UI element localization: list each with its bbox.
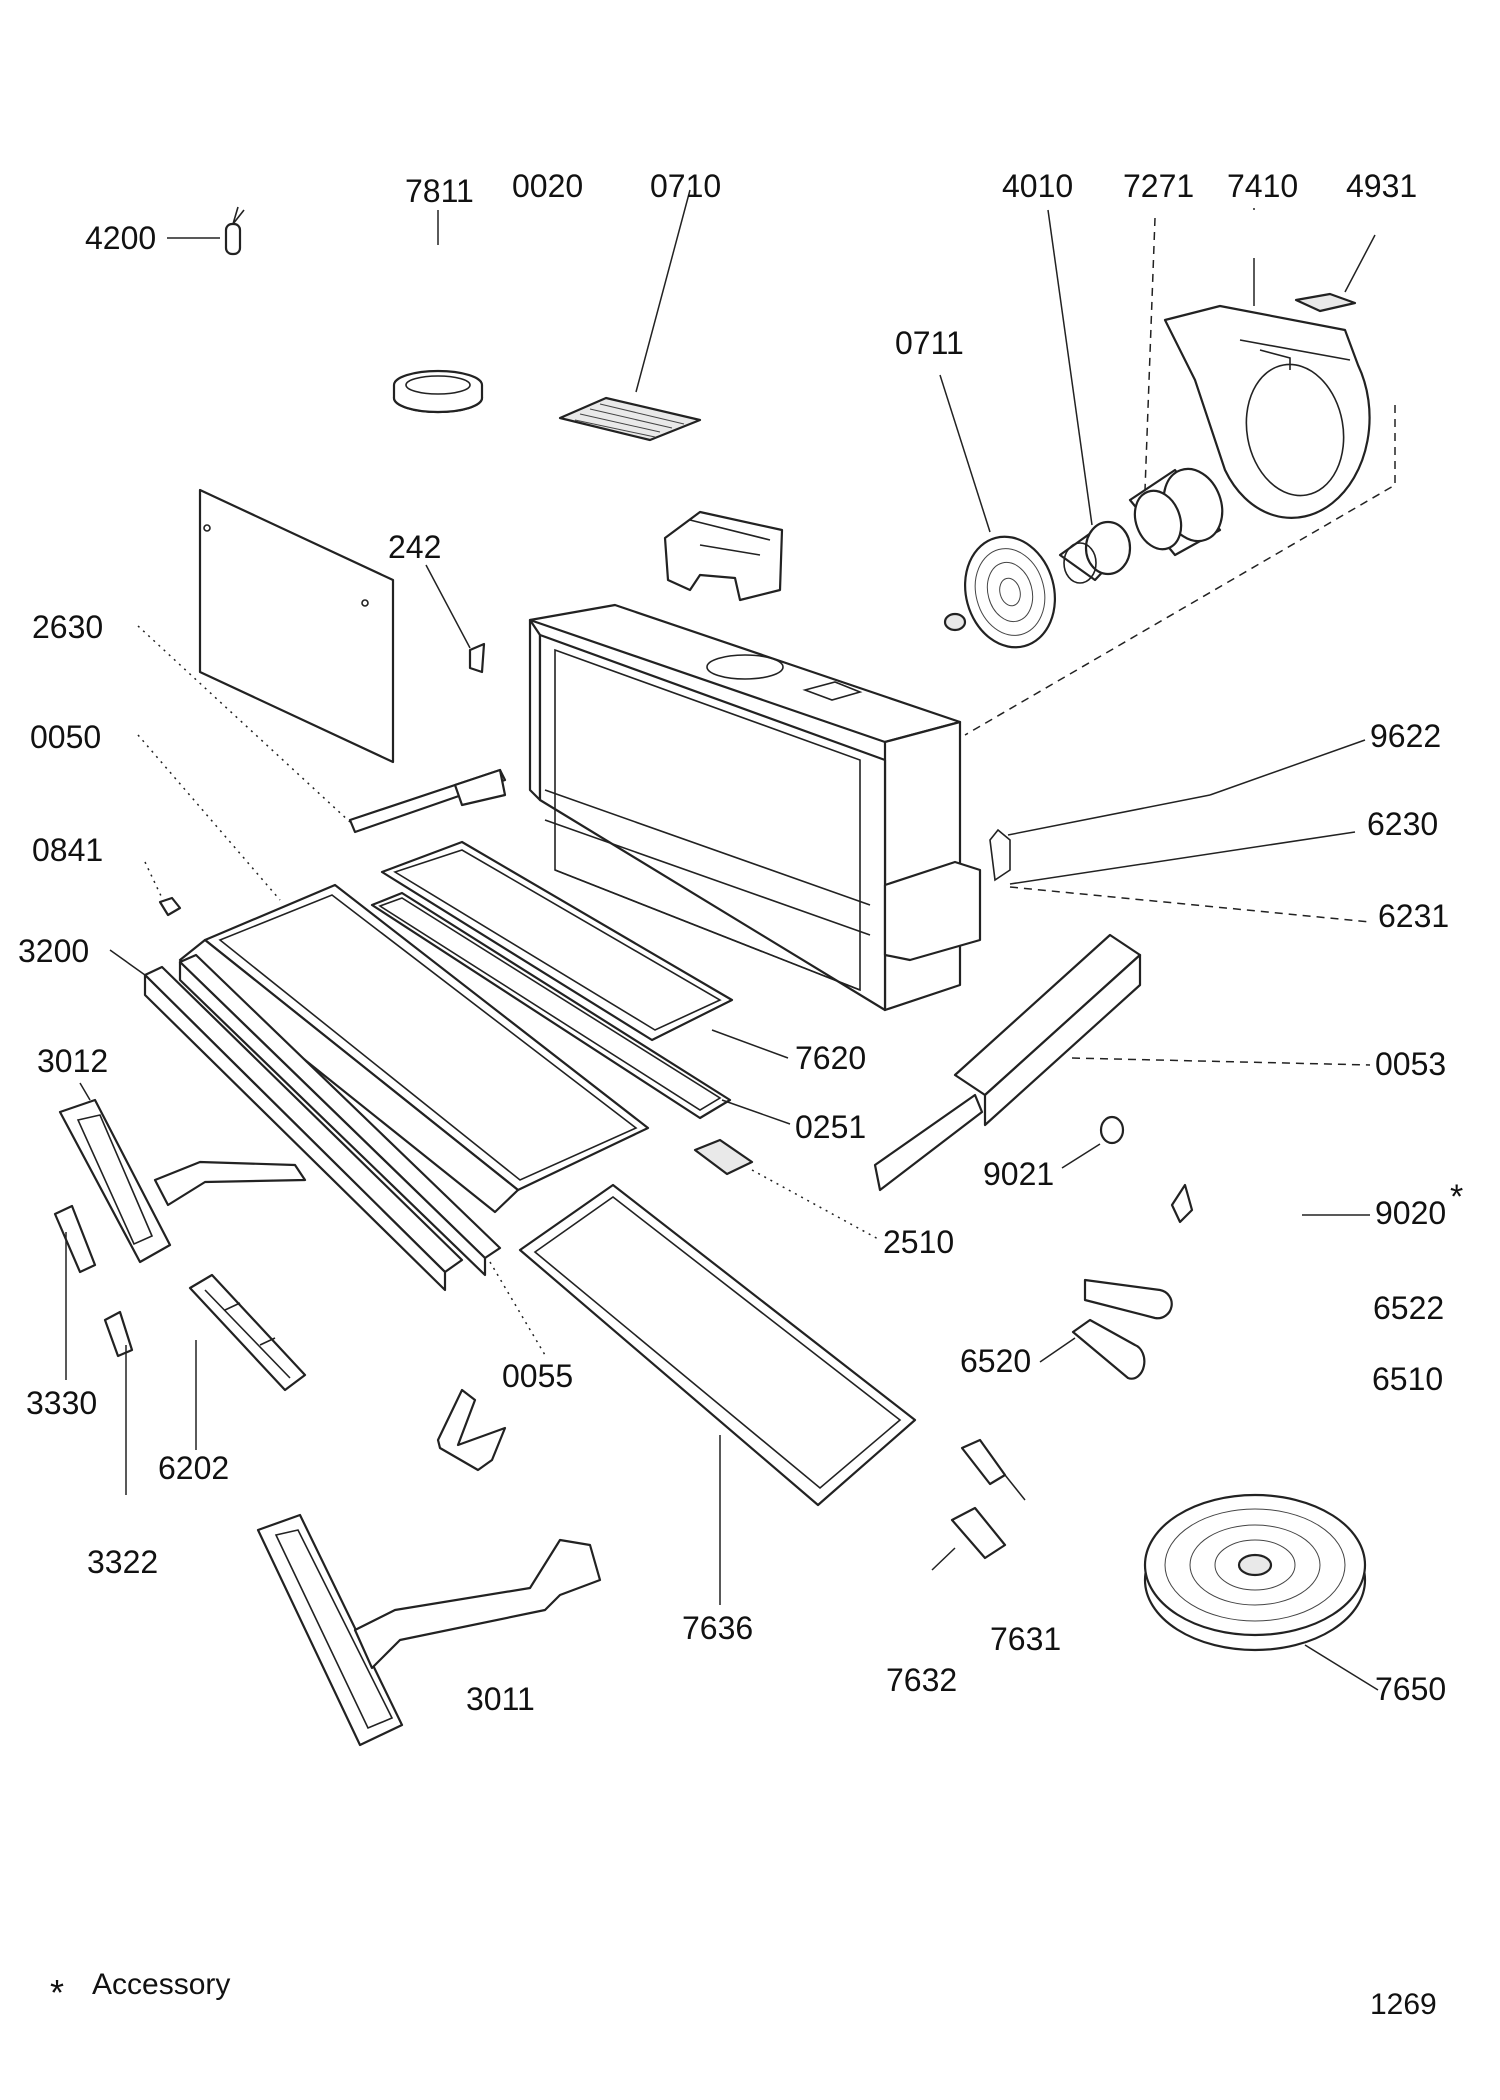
part-filter-plate [558,189,702,442]
label-6231: 6231 [1378,898,1450,934]
label-0841: 0841 [32,832,104,868]
label-0020: 0020 [512,168,584,204]
label-7636: 7636 [682,1610,754,1646]
part-grommet [1061,1115,1125,1169]
label-6510: 6510 [1372,1361,1444,1397]
part-round-connector [392,210,484,414]
part-clip-a [960,1438,1026,1501]
label-0251: 0251 [795,1109,867,1145]
label-4200: 4200 [85,220,157,256]
part-bracket-small [1170,1183,1370,1224]
label-7632: 7632 [886,1662,958,1698]
part-handle-small [58,1082,307,1264]
label-9020: 9020 [1375,1195,1447,1231]
leader-6231 [1009,886,1371,923]
label-7811: 7811 [405,173,474,209]
part-side-rail [137,625,507,834]
label-7620: 7620 [795,1040,867,1076]
accessory-mark-9020: * [1450,1178,1464,1216]
leader-6230 [1009,831,1356,885]
label-4931: 4931 [1346,168,1418,204]
part-bracket [663,510,784,602]
part-fan-wheel [1128,217,1224,557]
part-filter-tray-lower [518,1183,917,1605]
part-filter-tray-upper [380,840,789,1059]
part-inner-frame [370,891,791,1125]
part-carbon-filter [1143,1493,1379,1691]
label-6230: 6230 [1367,806,1439,842]
label-7631: 7631 [990,1621,1062,1657]
part-clip [425,564,486,674]
label-9021: 9021 [983,1156,1055,1192]
part-fan-grille [939,374,1057,649]
part-right-rail [873,933,1371,1192]
label-4010: 4010 [1002,168,1074,204]
label-0053: 0053 [1375,1046,1447,1082]
part-small-clip [144,861,182,917]
legend-text: Accessory [92,1968,231,2001]
part-front-frame [137,734,650,1214]
part-filter-pad [693,1138,881,1241]
part-main-housing [528,603,1011,1012]
leader-9622 [1007,794,1211,836]
label-0055: 0055 [502,1358,574,1394]
label-3322: 3322 [87,1544,159,1580]
part-inner-bar [178,953,546,1356]
part-front-panel [198,488,395,764]
part-clip-b [931,1506,1007,1571]
label-0050: 0050 [30,719,102,755]
part-capacitor [167,206,245,256]
label-3011: 3011 [466,1681,535,1717]
label-6520: 6520 [960,1343,1032,1379]
page-number: 1269 [1370,1988,1437,2021]
part-gasket [1294,234,1376,313]
label-6202: 6202 [158,1450,230,1486]
part-handle-large [256,1513,602,1747]
label-2630: 2630 [32,609,104,645]
part-front-bar [109,949,464,1292]
part-bulb [1039,1318,1146,1380]
part-knob-small [103,1310,134,1495]
label-3012: 3012 [37,1043,109,1079]
label-2510: 2510 [883,1224,955,1260]
label-6522: 6522 [1373,1290,1445,1326]
leader-9622b [1209,739,1366,796]
label-3200: 3200 [18,933,90,969]
label-0711: 0711 [895,325,964,361]
label-9622: 9622 [1370,718,1442,754]
legend-symbol: * [50,1972,65,2013]
part-knob-large [53,1204,97,1380]
label-242: 242 [388,529,442,565]
part-mount-bracket [436,1388,507,1472]
label-7650: 7650 [1375,1671,1447,1707]
label-7271: 7271 [1123,168,1195,204]
part-motor [1047,209,1132,584]
part-switch [188,1273,307,1450]
part-lamp-cover [1083,1278,1173,1320]
label-3330: 3330 [26,1385,98,1421]
label-7410: 7410 [1227,168,1299,204]
part-blower-housing [1163,258,1371,519]
label-0710: 0710 [650,168,722,204]
